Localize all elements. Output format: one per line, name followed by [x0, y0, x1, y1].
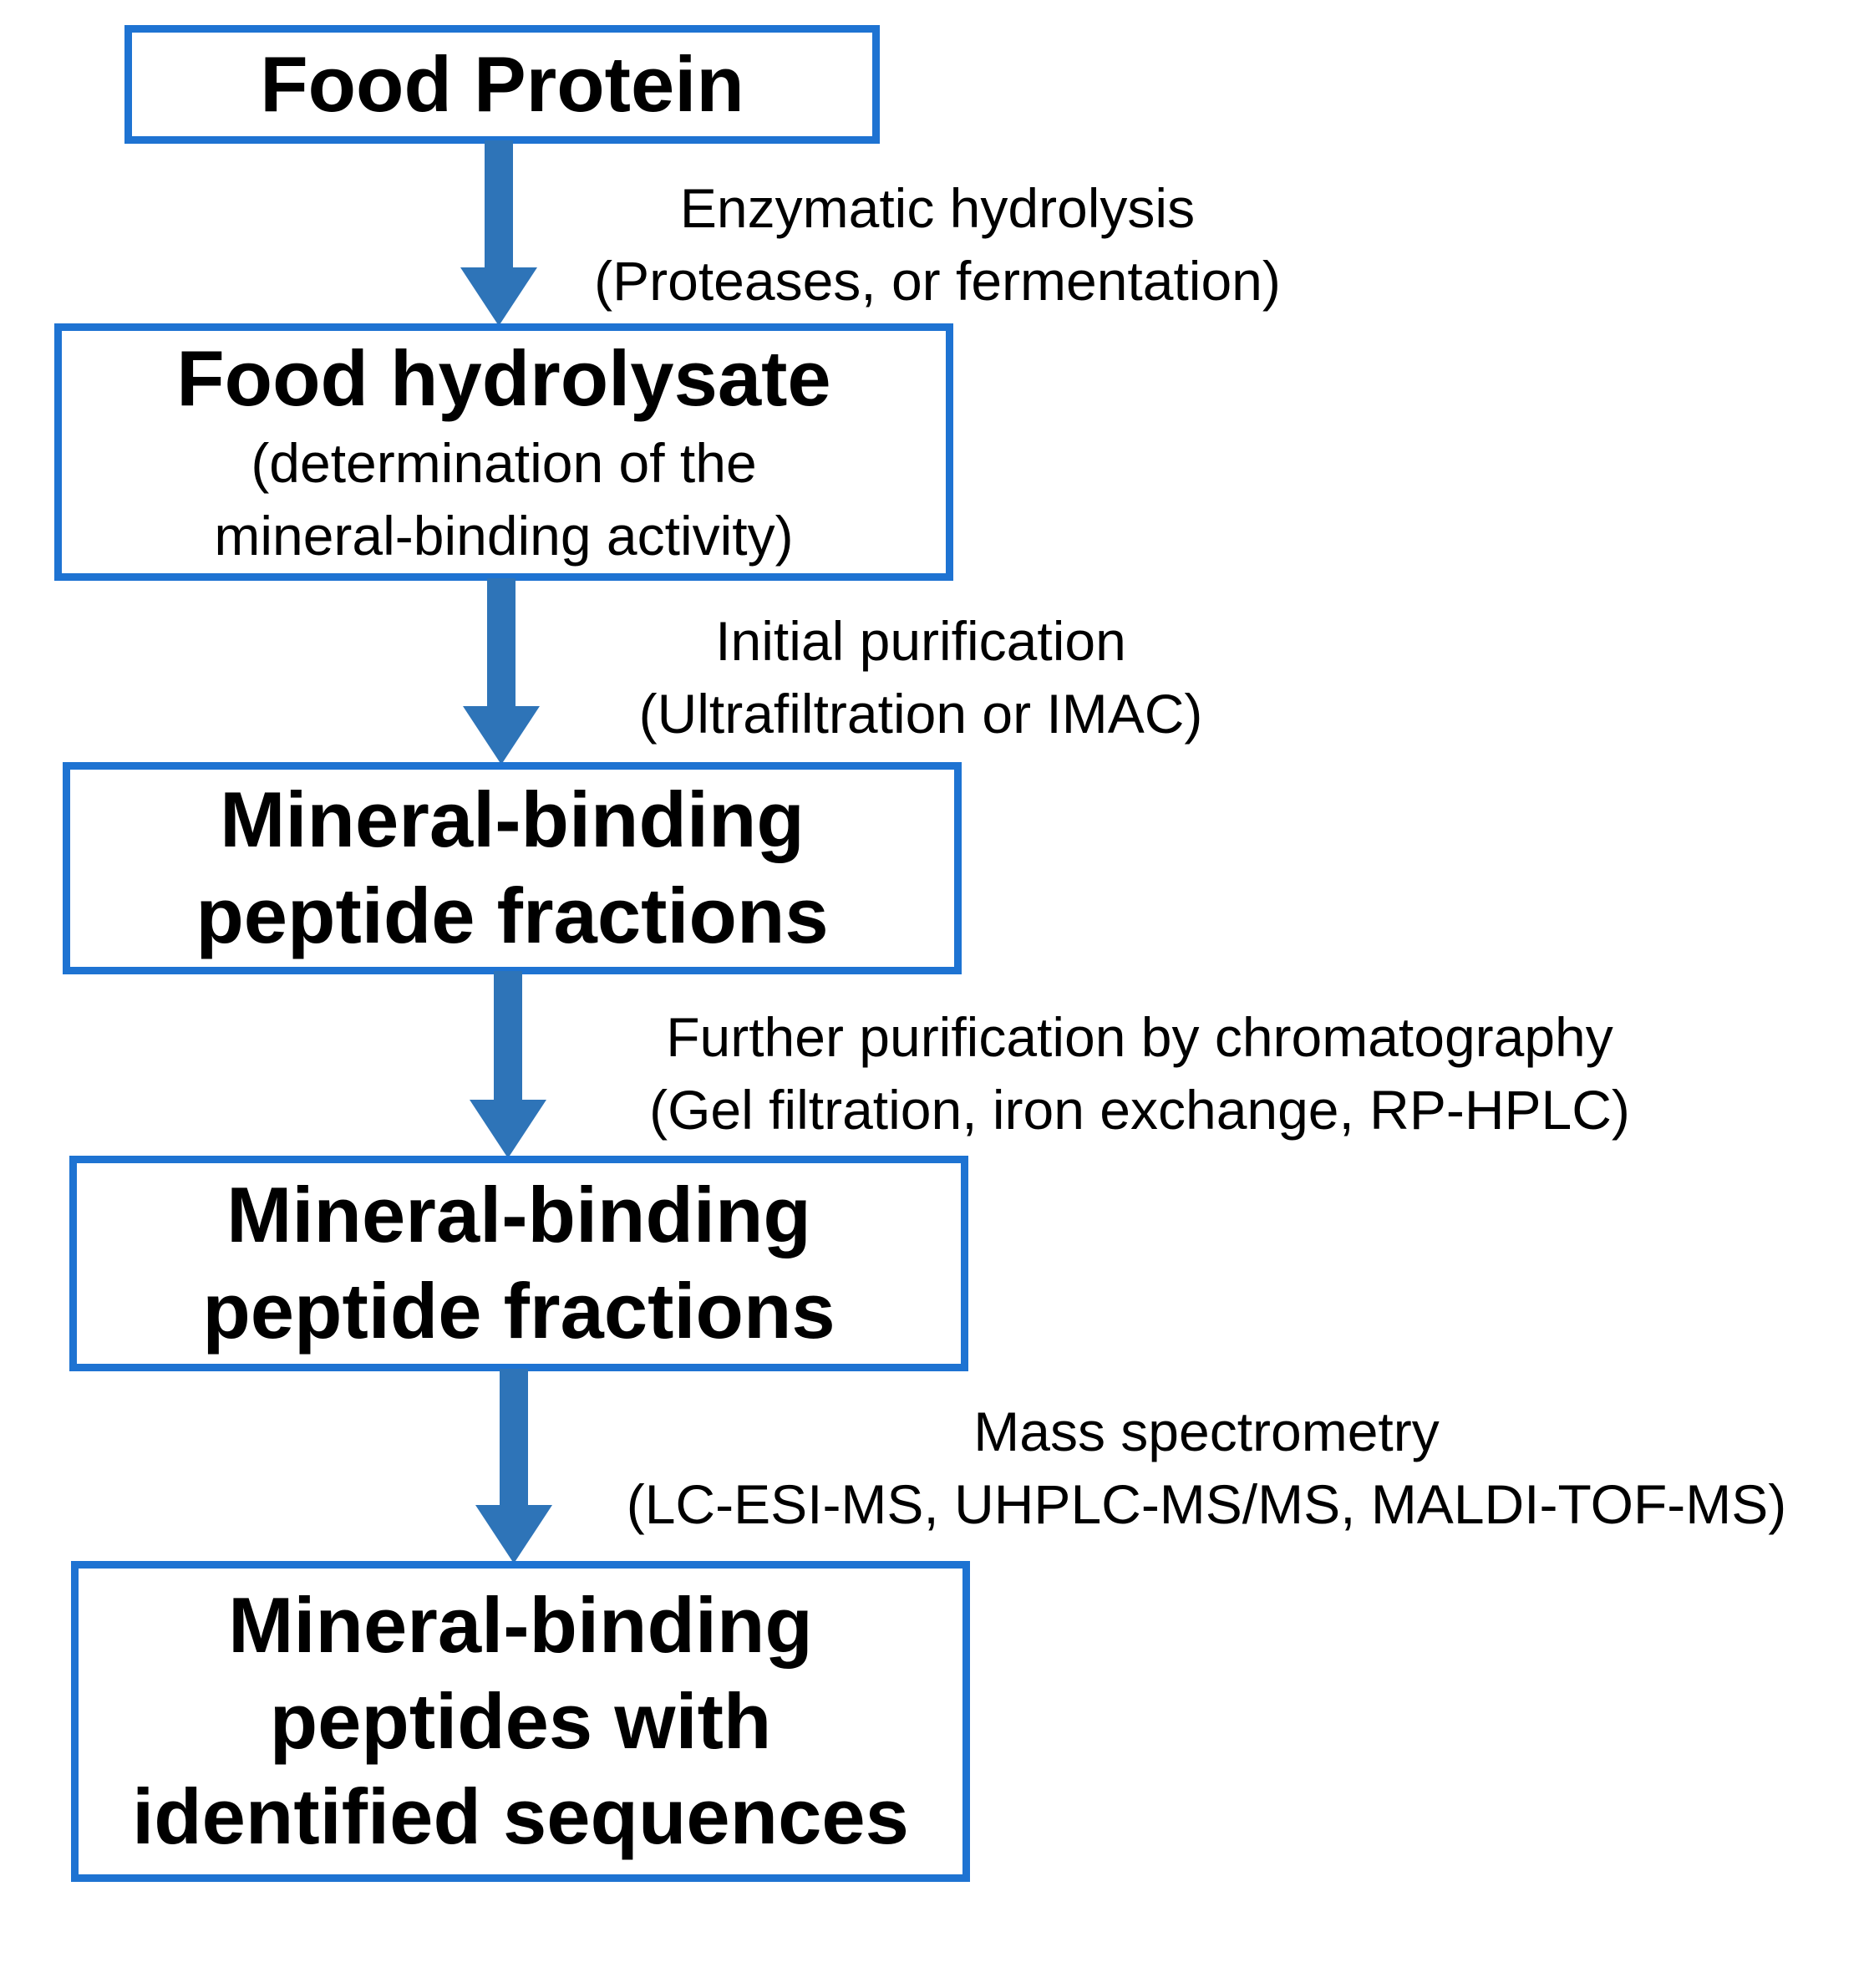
edge-label-enzymatic-hydrolysis: Enzymatic hydrolysis (Proteases, or ferm…: [478, 172, 1397, 318]
edge-label-further-purification: Further purification by chromatography (…: [534, 1001, 1745, 1147]
edge-label-line: Initial purification: [715, 610, 1126, 672]
down-arrow-4: [475, 1369, 552, 1563]
node-subtitle: (determination of the: [251, 431, 757, 494]
node-food-protein: Food Protein: [124, 25, 880, 144]
edge-label-mass-spectrometry: Mass spectrometry (LC-ESI-MS, UHPLC-MS/M…: [530, 1396, 1869, 1541]
edge-label-line: Enzymatic hydrolysis: [679, 177, 1196, 239]
node-title: peptides with: [269, 1676, 772, 1765]
arrow-shaft: [487, 578, 515, 713]
edge-label-detail: (Ultrafiltration or IMAC): [638, 683, 1203, 745]
arrow-head: [475, 1505, 552, 1563]
edge-label-line: Further purification by chromatography: [666, 1006, 1613, 1068]
node-title: Mineral-binding: [226, 1171, 811, 1259]
node-title: Mineral-binding: [220, 775, 805, 864]
node-title: Food hydrolysate: [176, 333, 831, 422]
node-title: Mineral-binding: [228, 1580, 813, 1669]
edge-label-detail: (Proteases, or fermentation): [594, 250, 1281, 313]
edge-label-detail: (Gel filtration, iron exchange, RP-HPLC): [649, 1079, 1630, 1141]
arrow-head: [470, 1100, 546, 1158]
edge-label-detail: (LC-ESI-MS, UHPLC-MS/MS, MALDI-TOF-MS): [626, 1473, 1787, 1536]
arrow-shaft: [494, 971, 522, 1106]
edge-label-initial-purification: Initial purification (Ultrafiltration or…: [545, 605, 1297, 750]
node-subtitle: mineral-binding activity): [214, 505, 794, 567]
arrow-shaft: [485, 140, 513, 274]
arrow-head: [460, 267, 537, 326]
node-mineral-binding-peptide-fractions-2: Mineral-binding peptide fractions: [69, 1156, 968, 1371]
down-arrow-2: [463, 578, 540, 765]
node-mineral-binding-peptide-fractions-1: Mineral-binding peptide fractions: [63, 762, 962, 974]
edge-label-line: Mass spectrometry: [973, 1401, 1440, 1462]
node-title: peptide fractions: [202, 1267, 835, 1355]
node-food-hydrolysate: Food hydrolysate (determination of the m…: [54, 323, 953, 581]
node-mineral-binding-peptides-identified: Mineral-binding peptides with identified…: [71, 1561, 970, 1882]
down-arrow-3: [470, 971, 546, 1158]
down-arrow-1: [460, 140, 537, 326]
node-title: peptide fractions: [196, 872, 829, 959]
arrow-head: [463, 706, 540, 765]
node-title: identified sequences: [132, 1772, 909, 1861]
node-title: Food Protein: [260, 39, 744, 128]
arrow-shaft: [500, 1369, 528, 1512]
